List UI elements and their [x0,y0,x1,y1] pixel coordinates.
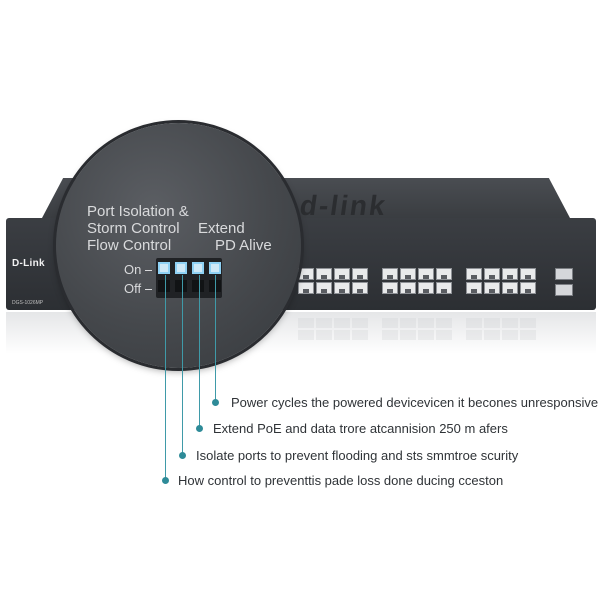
callout-dot-2 [196,425,203,432]
label-storm-control: Storm Control [87,220,180,237]
dip-switch-3[interactable] [192,262,204,274]
ethernet-port [502,268,518,280]
ethernet-port [436,268,452,280]
off-label: Off [124,281,142,296]
callout-flow-control: How control to preventtis pade loss done… [178,473,504,488]
ethernet-port [400,282,416,294]
sfp-port [555,284,573,296]
dip-slot [175,280,187,292]
on-tick [145,270,152,271]
dip-slot [158,280,170,292]
reflection-ports [382,318,452,340]
port-bank-1 [298,268,368,294]
callout-dot-3 [179,452,186,459]
on-label: On [124,262,142,277]
dip-switch-1[interactable] [158,262,170,274]
callout-line-2 [199,275,200,428]
ethernet-port [298,282,314,294]
ethernet-port [298,268,314,280]
callout-dot-1 [212,399,219,406]
callout-dot-4 [162,477,169,484]
ethernet-port [520,282,536,294]
ethernet-port [502,282,518,294]
callout-extend: Extend PoE and data trore atcannision 25… [213,421,508,436]
ethernet-port [436,282,452,294]
label-port-isolation: Port Isolation & [87,203,189,220]
port-bank-2 [382,268,452,294]
dip-switch-2[interactable] [175,262,187,274]
ethernet-port [466,268,482,280]
callout-line-1 [215,275,216,403]
ethernet-port [316,282,332,294]
ethernet-port [382,268,398,280]
sfp-port [555,268,573,280]
reflection-ports [466,318,536,340]
label-flow-control: Flow Control [87,237,172,254]
off-tick [145,289,152,290]
callout-line-4 [165,275,166,480]
dip-slot [192,280,204,292]
brand-logo: D-Link [12,258,45,269]
label-extend: Extend [198,220,245,237]
reflection-ports [298,318,368,340]
callout-pd-alive: Power cycles the powered devicevicen it … [231,395,599,410]
ethernet-port [520,268,536,280]
label-pd-alive: PD Alive [215,237,272,254]
dip-switch-4[interactable] [209,262,221,274]
ethernet-port [400,268,416,280]
ethernet-port [382,282,398,294]
ethernet-port [418,268,434,280]
model-label: DGS-1026MP [12,300,44,306]
ethernet-port [352,282,368,294]
callout-line-3 [182,275,183,455]
ethernet-port [466,282,482,294]
ethernet-port [316,268,332,280]
ethernet-port [352,268,368,280]
callout-port-isolation: Isolate ports to prevent flooding and st… [196,448,519,463]
magnifier-circle [56,123,301,368]
ethernet-port [334,268,350,280]
ethernet-port [334,282,350,294]
port-bank-3 [466,268,536,294]
ethernet-port [418,282,434,294]
ethernet-port [484,282,500,294]
ethernet-port [484,268,500,280]
